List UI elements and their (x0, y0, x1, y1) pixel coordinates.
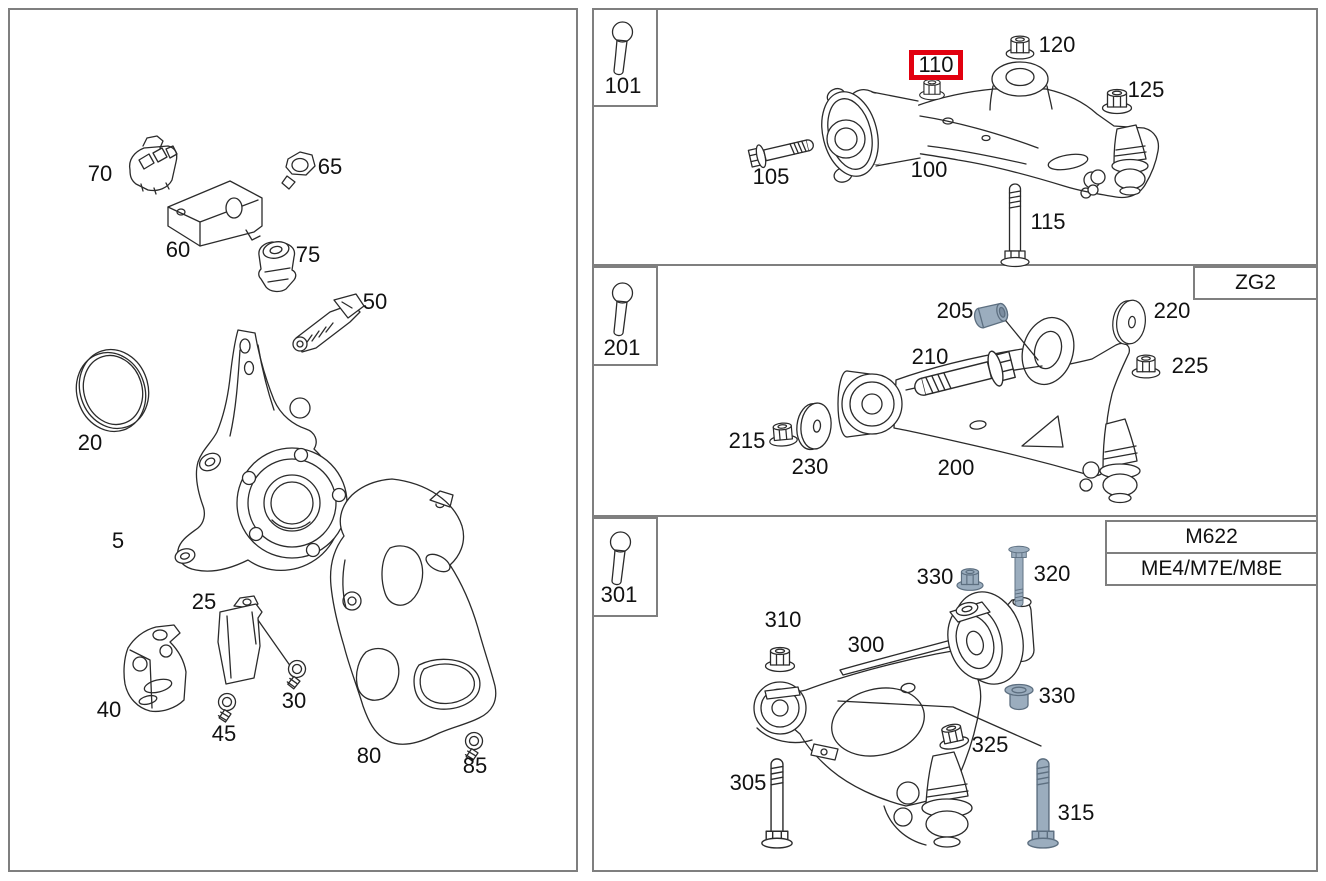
panel-divider-2 (592, 515, 1318, 517)
callout-50[interactable]: 50 (362, 289, 388, 314)
callout-70[interactable]: 70 (87, 161, 113, 186)
code-box-m622: M622 (1105, 520, 1318, 554)
right-panel (592, 8, 1318, 872)
callout-120[interactable]: 120 (1038, 32, 1076, 57)
callout-75[interactable]: 75 (295, 242, 321, 267)
panel-divider-1 (592, 264, 1318, 266)
callout-105[interactable]: 105 (752, 164, 790, 189)
code-m622-label: M622 (1185, 525, 1238, 548)
callout-5[interactable]: 5 (111, 528, 125, 553)
code-zg2-label: ZG2 (1235, 271, 1276, 294)
callout-310[interactable]: 310 (764, 607, 802, 632)
callout-220[interactable]: 220 (1153, 298, 1191, 323)
callout-30[interactable]: 30 (281, 688, 307, 713)
callout-60[interactable]: 60 (165, 237, 191, 262)
callout-200[interactable]: 200 (937, 455, 975, 480)
callout-65[interactable]: 65 (317, 154, 343, 179)
callout-330b[interactable]: 330 (1038, 683, 1076, 708)
callout-325[interactable]: 325 (971, 732, 1009, 757)
callout-301[interactable]: 301 (600, 582, 638, 607)
left-panel (8, 8, 578, 872)
callout-20[interactable]: 20 (77, 430, 103, 455)
callout-201[interactable]: 201 (603, 335, 641, 360)
callout-215[interactable]: 215 (728, 428, 766, 453)
callout-25[interactable]: 25 (191, 589, 217, 614)
highlight-box-110[interactable]: 110 (909, 50, 963, 80)
callout-80[interactable]: 80 (356, 743, 382, 768)
ref-box-201 (592, 266, 658, 366)
callout-110: 110 (918, 52, 954, 77)
callout-85[interactable]: 85 (462, 753, 488, 778)
callout-45[interactable]: 45 (211, 721, 237, 746)
callout-115[interactable]: 115 (1030, 209, 1066, 234)
code-box-me4: ME4/M7E/M8E (1105, 552, 1318, 586)
code-me4-label: ME4/M7E/M8E (1140, 557, 1283, 580)
callout-315[interactable]: 315 (1057, 800, 1095, 825)
callout-40[interactable]: 40 (96, 697, 122, 722)
callout-305[interactable]: 305 (729, 770, 767, 795)
callout-100[interactable]: 100 (910, 157, 948, 182)
callout-125[interactable]: 125 (1127, 77, 1165, 102)
callout-230[interactable]: 230 (791, 454, 829, 479)
callout-330a[interactable]: 330 (916, 564, 954, 589)
callout-300[interactable]: 300 (847, 632, 885, 657)
callout-101[interactable]: 101 (604, 73, 642, 98)
callout-210[interactable]: 210 (911, 344, 949, 369)
code-box-zg2: ZG2 (1193, 266, 1318, 300)
callout-205[interactable]: 205 (936, 298, 974, 323)
callout-225[interactable]: 225 (1171, 353, 1209, 378)
callout-320[interactable]: 320 (1033, 561, 1071, 586)
